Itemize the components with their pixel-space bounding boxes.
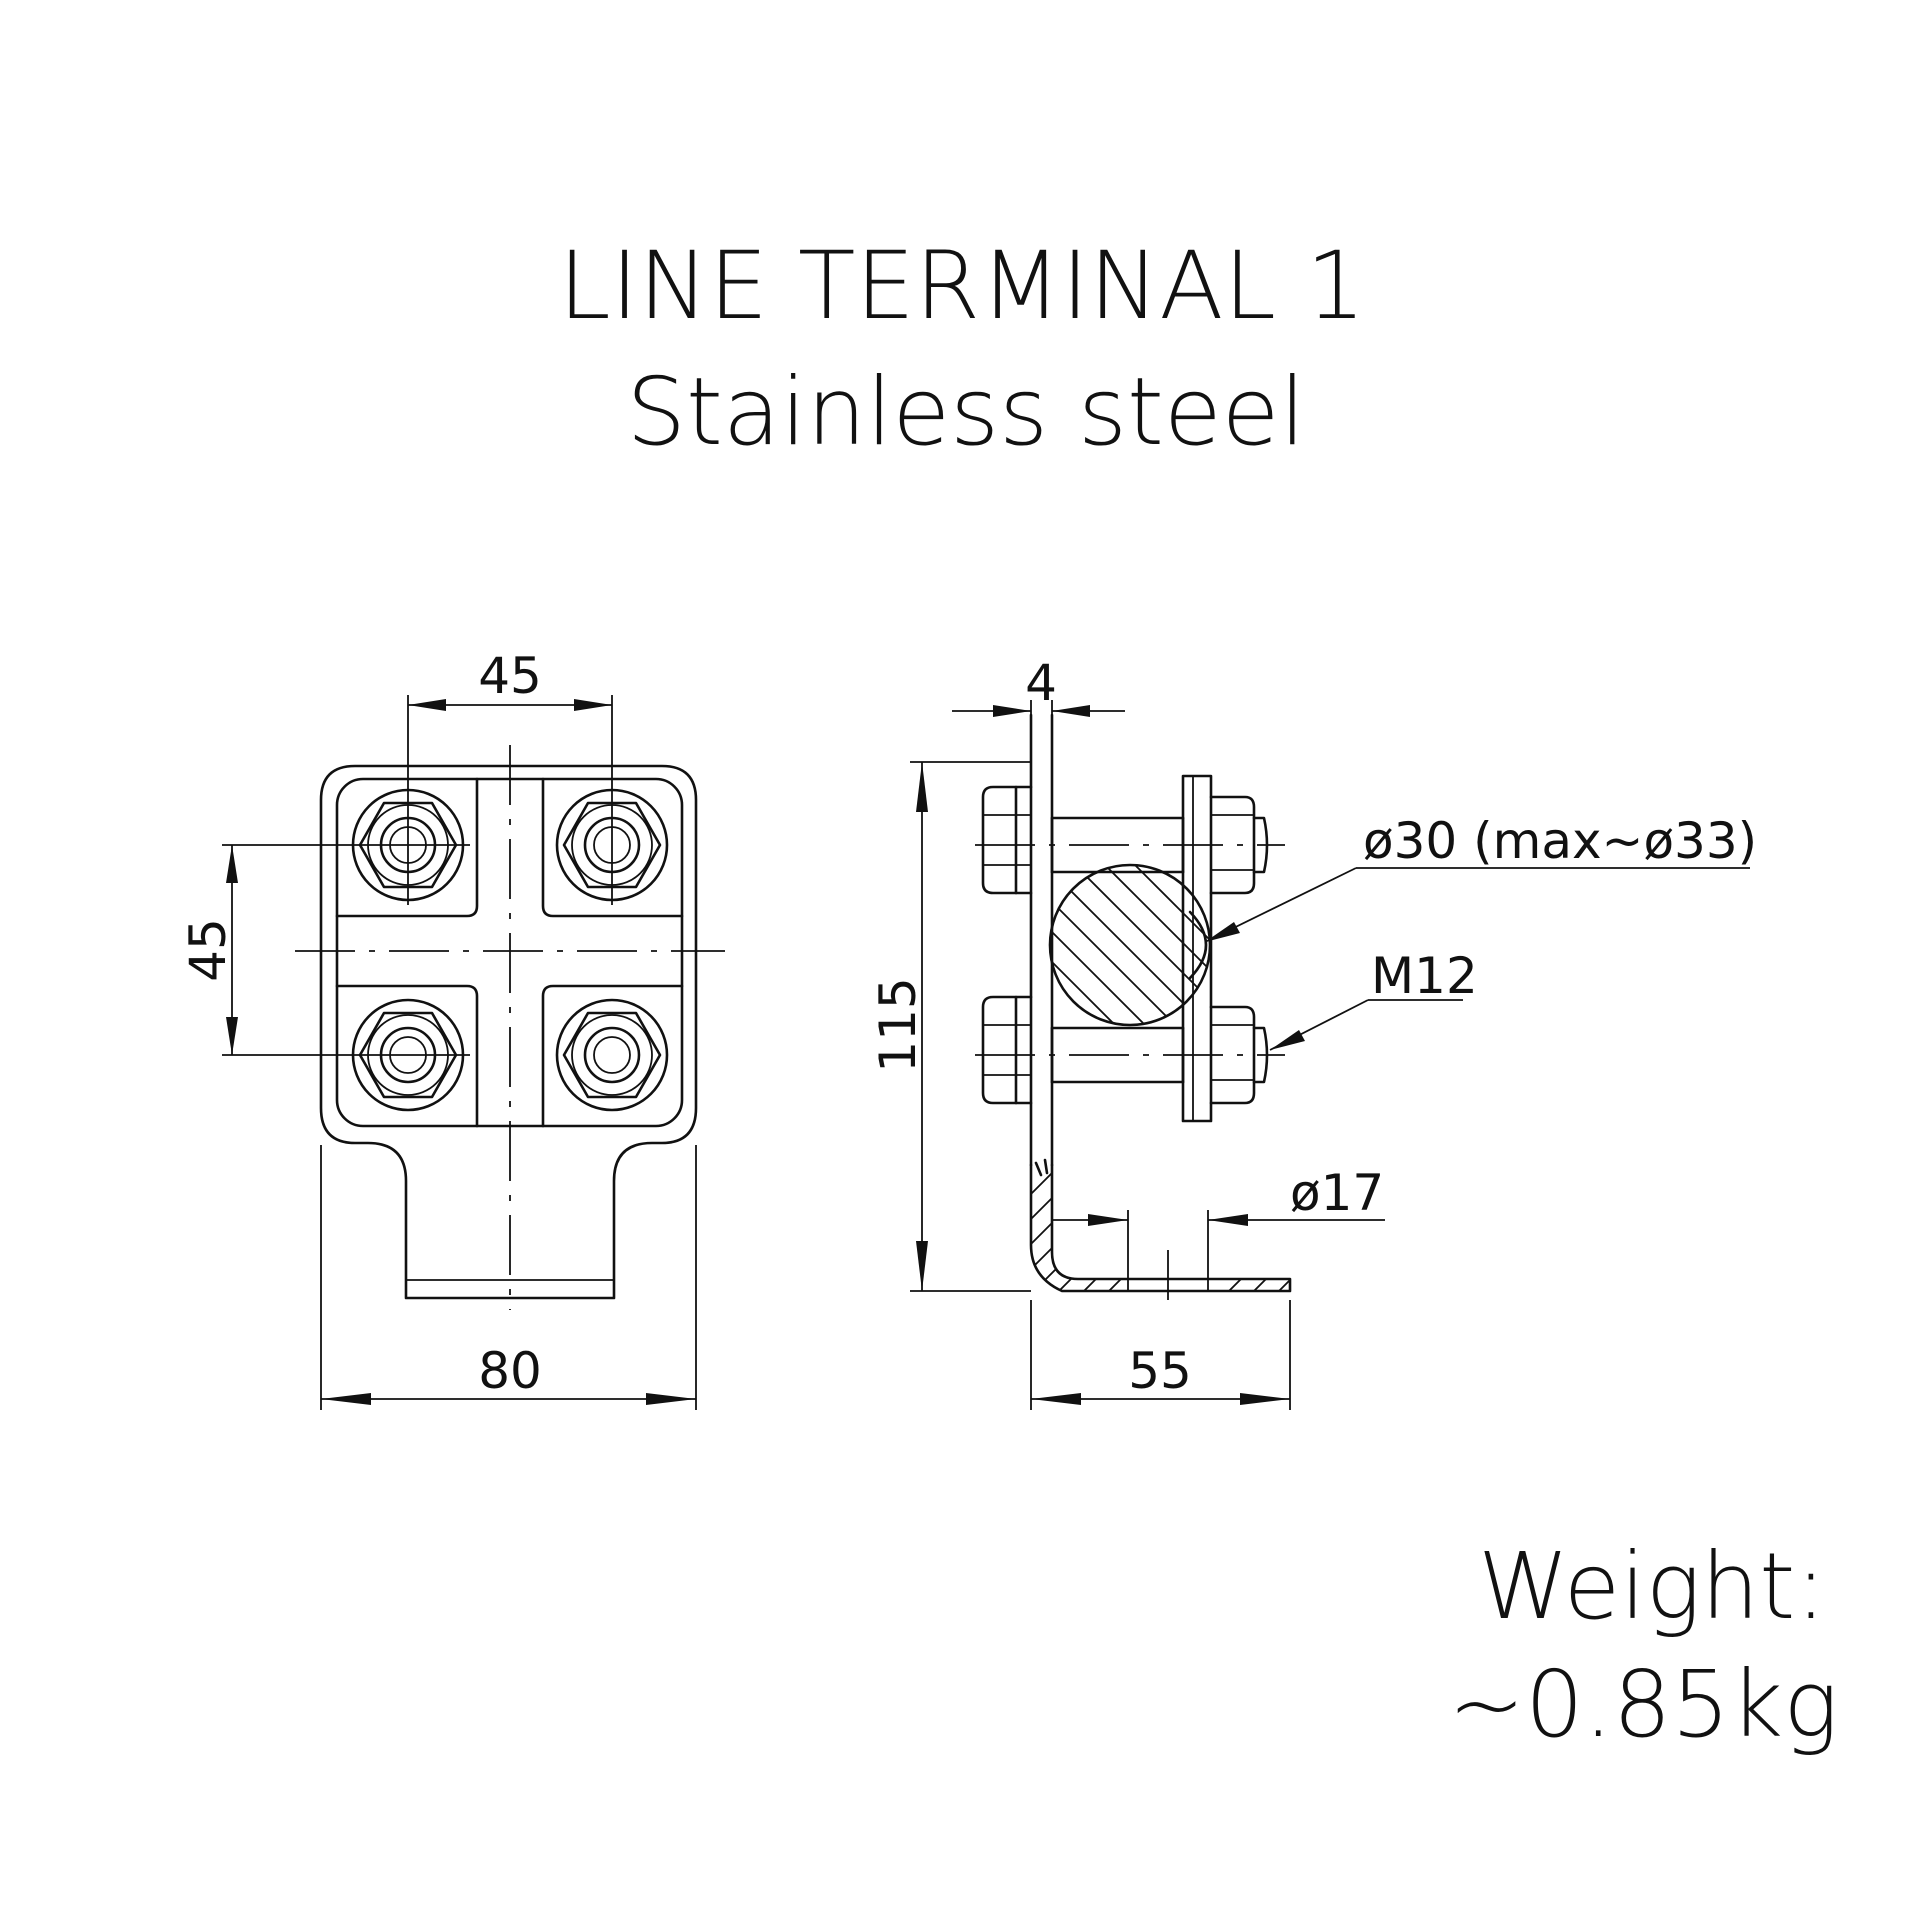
bolt-bottom-right [555,998,669,1112]
break-mark-2 [1034,1161,1043,1177]
front-view: 45 45 80 [179,647,725,1410]
dimension-label-45-vertical: 45 [179,918,237,982]
weight-value: ~0.85kg [1448,1651,1838,1758]
weight-label: Weight: [1478,1533,1826,1640]
foot-section [1029,1163,1292,1300]
nut-lower [1209,1005,1269,1105]
dimension-label-4: 4 [1025,654,1057,712]
leader-bolt-size [1269,999,1463,1051]
dimension-label-55: 55 [1128,1342,1192,1400]
conductor-section [1048,863,1212,1027]
conductor-diameter-label: ø30 (max~ø33) [1363,812,1757,870]
dimension-plate-thickness [952,700,1125,718]
clamp-body-outline [319,764,698,1300]
dimension-bolt-spacing-horizontal [407,695,613,905]
title-line-2: Stainless steel [626,358,1305,467]
dimension-label-115: 115 [869,977,927,1072]
clamping-plate [1181,774,1213,1123]
title-line-1: LINE TERMINAL 1 [558,232,1365,341]
dimension-hole-diameter [1052,1210,1385,1279]
dimension-label-45-horizontal: 45 [478,647,542,705]
dimension-label-80: 80 [478,1342,542,1400]
hole-diameter-label: ø17 [1290,1164,1384,1222]
nut-upper [1209,795,1269,895]
dimension-foot-length [1030,1300,1291,1410]
bolt-head-upper [981,785,1033,895]
dimension-overall-height [910,761,1031,1292]
leader-conductor-diameter [1204,867,1750,943]
dimension-bolt-spacing-vertical [222,844,470,1056]
bolt-head-lower [981,995,1033,1105]
side-view: 4 115 ø30 (max~ø33) M12 [869,654,1757,1410]
dimension-overall-width [320,1145,697,1410]
cross-recess [335,777,684,1128]
break-mark [1043,1158,1049,1175]
bolt-size-label: M12 [1371,947,1478,1005]
